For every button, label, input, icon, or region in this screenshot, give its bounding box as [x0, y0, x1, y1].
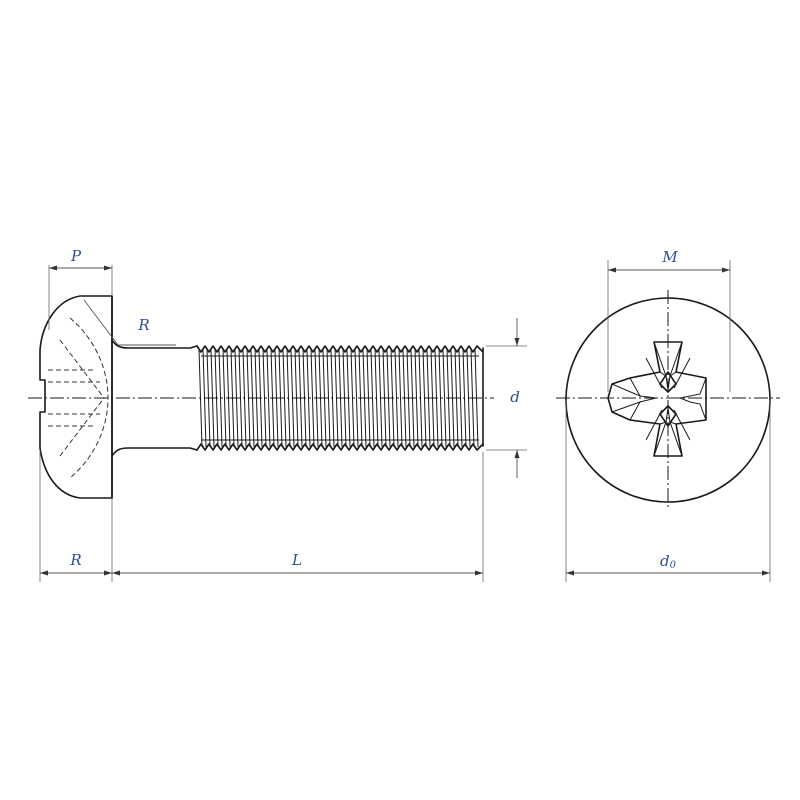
dimension-d0: d0 [565, 400, 771, 582]
dimension-label-r-fillet: R [137, 316, 149, 334]
dimension-label-m: M [661, 248, 678, 266]
shank-lower-edge [111, 447, 198, 457]
end-view: M d0 [556, 248, 780, 582]
dimension-label-r-head: R [69, 551, 81, 569]
dimension-label-d0: d0 [660, 552, 677, 571]
thread-crest-bottom [196, 443, 484, 451]
shank-upper-edge [111, 339, 198, 349]
dimension-l: L [112, 452, 484, 582]
dimension-r-fillet: R [83, 299, 176, 346]
threaded-portion [196, 345, 484, 451]
dimension-label-d: d [510, 388, 520, 406]
side-view: P R d R [28, 247, 527, 582]
thread-crest-top [196, 345, 484, 353]
screw-head-outline [39, 295, 113, 499]
dimension-r-head: R [39, 450, 113, 582]
dimension-label-l: L [291, 551, 302, 569]
dimension-m: M [607, 248, 731, 392]
dimension-p: P [48, 247, 113, 330]
cross-recess [607, 341, 707, 457]
dimension-label-p: P [70, 247, 82, 265]
dimension-d: d [486, 318, 527, 478]
